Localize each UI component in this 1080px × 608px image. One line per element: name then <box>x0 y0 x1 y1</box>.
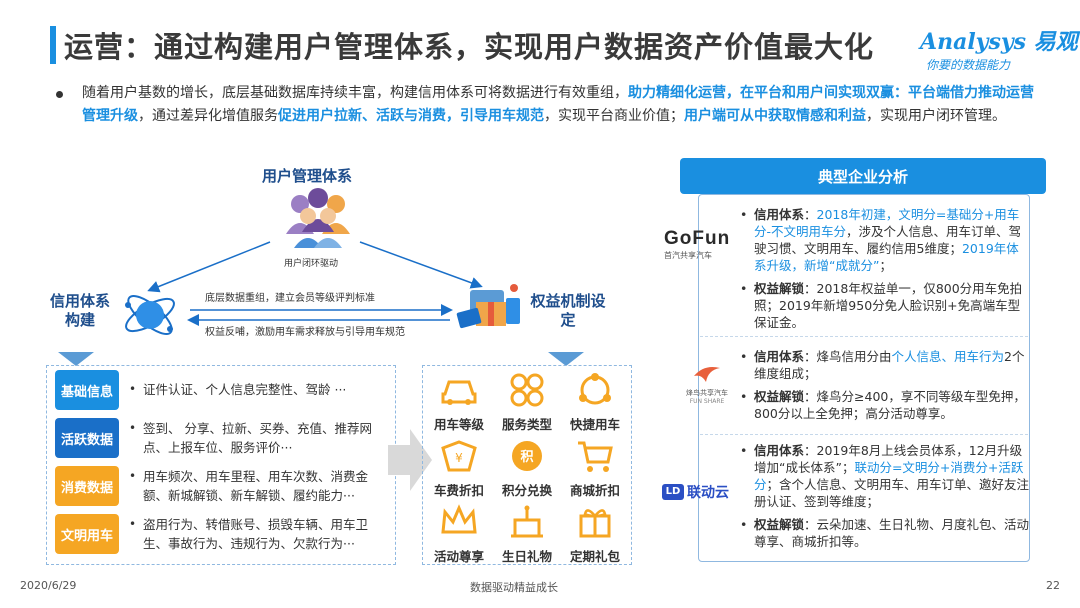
page-title: 运营：通过构建用户管理体系，实现用户数据资产价值最大化 <box>64 30 875 64</box>
flow-arrows <box>147 241 483 326</box>
equity-label: 生日礼物 <box>501 549 552 564</box>
quick-use-icon <box>579 373 611 405</box>
intro-highlight-1: 助力精细化运营，在平台和用户间实现双赢：平台端借力推动运营管理升级 <box>82 85 1034 124</box>
gift-coupon-icon <box>456 284 520 329</box>
right-arrow-icon <box>388 429 432 491</box>
equity-item-points: 积 积分兑换 <box>493 438 561 498</box>
title-accent-bar <box>50 26 56 64</box>
user-group-icon <box>286 188 350 248</box>
user-loop-label: 用户闭环驱动 <box>284 259 339 269</box>
equity-label: 快捷用车 <box>569 417 620 432</box>
logo-main-text: Analysys 易观 <box>920 29 1078 55</box>
company-separator <box>700 434 1028 435</box>
crown-icon <box>441 504 477 534</box>
svg-text:¥: ¥ <box>455 451 463 465</box>
equity-item-activity: 活动尊享 <box>425 504 493 564</box>
equity-label: 积分兑换 <box>501 483 552 498</box>
credit-system-title: 信用体系构建 <box>49 292 110 329</box>
data-tag-basic: 基础信息 <box>55 370 119 410</box>
data-row-consume: 消费数据 •用车频次、用车里程、用车次数、消费金额、新城解锁、新车解锁、履约能力… <box>55 464 387 508</box>
equity-label: 用车等级 <box>433 417 484 432</box>
data-row-civil: 文明用车 •盗用行为、转借账号、损毁车辆、用车卫生、事故行为、违规行为、欠款行为… <box>55 512 387 556</box>
funshare-bird-icon <box>694 367 720 382</box>
company-block-liandongyun: •信用体系：2019年8月上线会员体系，12月升级增加“成长体系”；联动分=文明… <box>740 442 1030 556</box>
credit-data-box: 基础信息 •证件认证、个人信息完整性、驾龄 ··· 活跃数据 •签到、 分享、拉… <box>46 365 396 565</box>
equity-label: 商城折扣 <box>569 483 620 498</box>
equity-item-fare-discount: ¥ 车费折扣 <box>425 438 493 498</box>
credit-down-arrow <box>58 352 94 366</box>
fare-discount-icon: ¥ <box>441 440 477 472</box>
gift-box-icon <box>579 509 611 538</box>
funshare-credit-item: •信用体系：烽鸟信用分由个人信息、用车行为2个维度组成； <box>740 349 1025 381</box>
bullet-dot <box>56 91 63 98</box>
data-row-basic: 基础信息 •证件认证、个人信息完整性、驾龄 ··· <box>55 368 387 412</box>
equity-item-mall-discount: 商城折扣 <box>561 438 629 498</box>
flow-top-label: 底层数据重组，建立会员等级评判标准 <box>205 293 375 304</box>
points-exchange-icon: 积 <box>512 441 542 471</box>
page-number: 22 <box>1046 579 1060 592</box>
equity-item-car-level: 用车等级 <box>425 372 493 432</box>
footer-slogan: 数据驱动精益成长 <box>470 581 558 594</box>
data-tag-consume: 消费数据 <box>55 466 119 506</box>
panel-title: 典型企业分析 <box>680 158 1046 194</box>
liandongyun-equity-item: •权益解锁：云朵加速、生日礼物、月度礼包、活动尊享、商城折扣等。 <box>740 517 1030 549</box>
equity-label: 定期礼包 <box>569 549 620 564</box>
equity-label: 活动尊享 <box>433 549 484 564</box>
funshare-logo: 烽鸟共享汽车 FUN SHARE <box>668 364 746 405</box>
equity-down-arrow <box>548 352 584 366</box>
gofun-equity-item: •权益解锁：2018年权益单一，仅800分用车免拍照；2019年新增950分免人… <box>740 281 1023 330</box>
footer-date: 2020/6/29 <box>20 579 77 592</box>
equity-item-birthday: 生日礼物 <box>493 504 561 564</box>
intro-highlight-3: 用户端可从中获取情感和利益 <box>684 108 866 124</box>
intro-text-4: ，实现用户闭环管理。 <box>866 108 1006 124</box>
equity-item-service-type: 服务类型 <box>493 372 561 432</box>
data-text-consume: •用车频次、用车里程、用车次数、消费金额、新城解锁、新车解锁、履约能力··· <box>129 469 369 503</box>
car-icon <box>441 380 477 405</box>
equity-label: 车费折扣 <box>433 483 484 498</box>
equity-item-gift-pack: 定期礼包 <box>561 504 629 564</box>
company-block-funshare: •信用体系：烽鸟信用分由个人信息、用车行为2个维度组成； •权益解锁：烽鸟分≥4… <box>740 348 1030 428</box>
analysys-logo: Analysys 易观 你要的数据能力 <box>920 24 1078 72</box>
data-tag-civil: 文明用车 <box>55 514 119 554</box>
logo-tagline: 你要的数据能力 <box>926 58 1011 72</box>
intro-text-1: 随着用户基数的增长，底层基础数据库持续丰富，构建信用体系可将数据进行有效重组， <box>82 85 628 101</box>
equity-label: 服务类型 <box>501 417 552 432</box>
panel-body <box>698 194 1030 562</box>
data-tag-active: 活跃数据 <box>55 418 119 458</box>
liandongyun-logo: LD 联动云 <box>662 482 740 522</box>
gofun-credit-item: •信用体系：2018年初建，文明分=基础分+用车分-不文明用车分，涉及个人信息、… <box>740 207 1022 273</box>
shopping-cart-icon <box>578 441 613 472</box>
data-text-basic: •证件认证、个人信息完整性、驾龄 ··· <box>129 382 347 397</box>
data-text-active: •签到、 分享、拉新、买券、充值、推荐网点、上报车位、服务评价··· <box>129 421 372 455</box>
data-row-active: 活跃数据 •签到、 分享、拉新、买券、充值、推荐网点、上报车位、服务评价··· <box>55 416 387 460</box>
equity-item-quick-use: 快捷用车 <box>561 372 629 432</box>
user-management-title: 用户管理体系 <box>262 167 353 185</box>
liandongyun-credit-item: •信用体系：2019年8月上线会员体系，12月升级增加“成长体系”；联动分=文明… <box>740 443 1030 509</box>
equity-box: 用车等级 服务类型 快捷用车 ¥ 车费折扣 积 积分兑换 <box>422 365 632 565</box>
intro-paragraph: 随着用户基数的增长，底层基础数据库持续丰富，构建信用体系可将数据进行有效重组，助… <box>56 82 1046 128</box>
funshare-equity-item: •权益解锁：烽鸟分≥400，享不同等级车型免押，800分以上全免押；高分活动尊享… <box>740 389 1026 421</box>
atom-orbit-icon <box>125 295 175 335</box>
equity-mechanism-title: 权益机制设定 <box>530 292 606 329</box>
cake-icon <box>511 505 543 538</box>
intro-text-3: ，实现平台商业价值； <box>544 108 684 124</box>
flow-bottom-label: 权益反哺，激励用车需求释放与引导用车规范 <box>205 327 405 338</box>
intro-highlight-2: 促进用户拉新、活跃与消费，引导用车规范 <box>278 108 544 124</box>
svg-text:积: 积 <box>520 449 533 465</box>
company-block-gofun: •信用体系：2018年初建，文明分=基础分+用车分-不文明用车分，涉及个人信息、… <box>740 206 1030 337</box>
gofun-logo: GoFun 首汽共享汽车 <box>664 228 731 260</box>
company-separator <box>700 336 1028 337</box>
data-text-civil: •盗用行为、转借账号、损毁车辆、用车卫生、事故行为、违规行为、欠款行为··· <box>129 517 369 551</box>
service-type-icon <box>510 373 544 407</box>
intro-text-2: ，通过差异化增值服务 <box>138 108 278 124</box>
